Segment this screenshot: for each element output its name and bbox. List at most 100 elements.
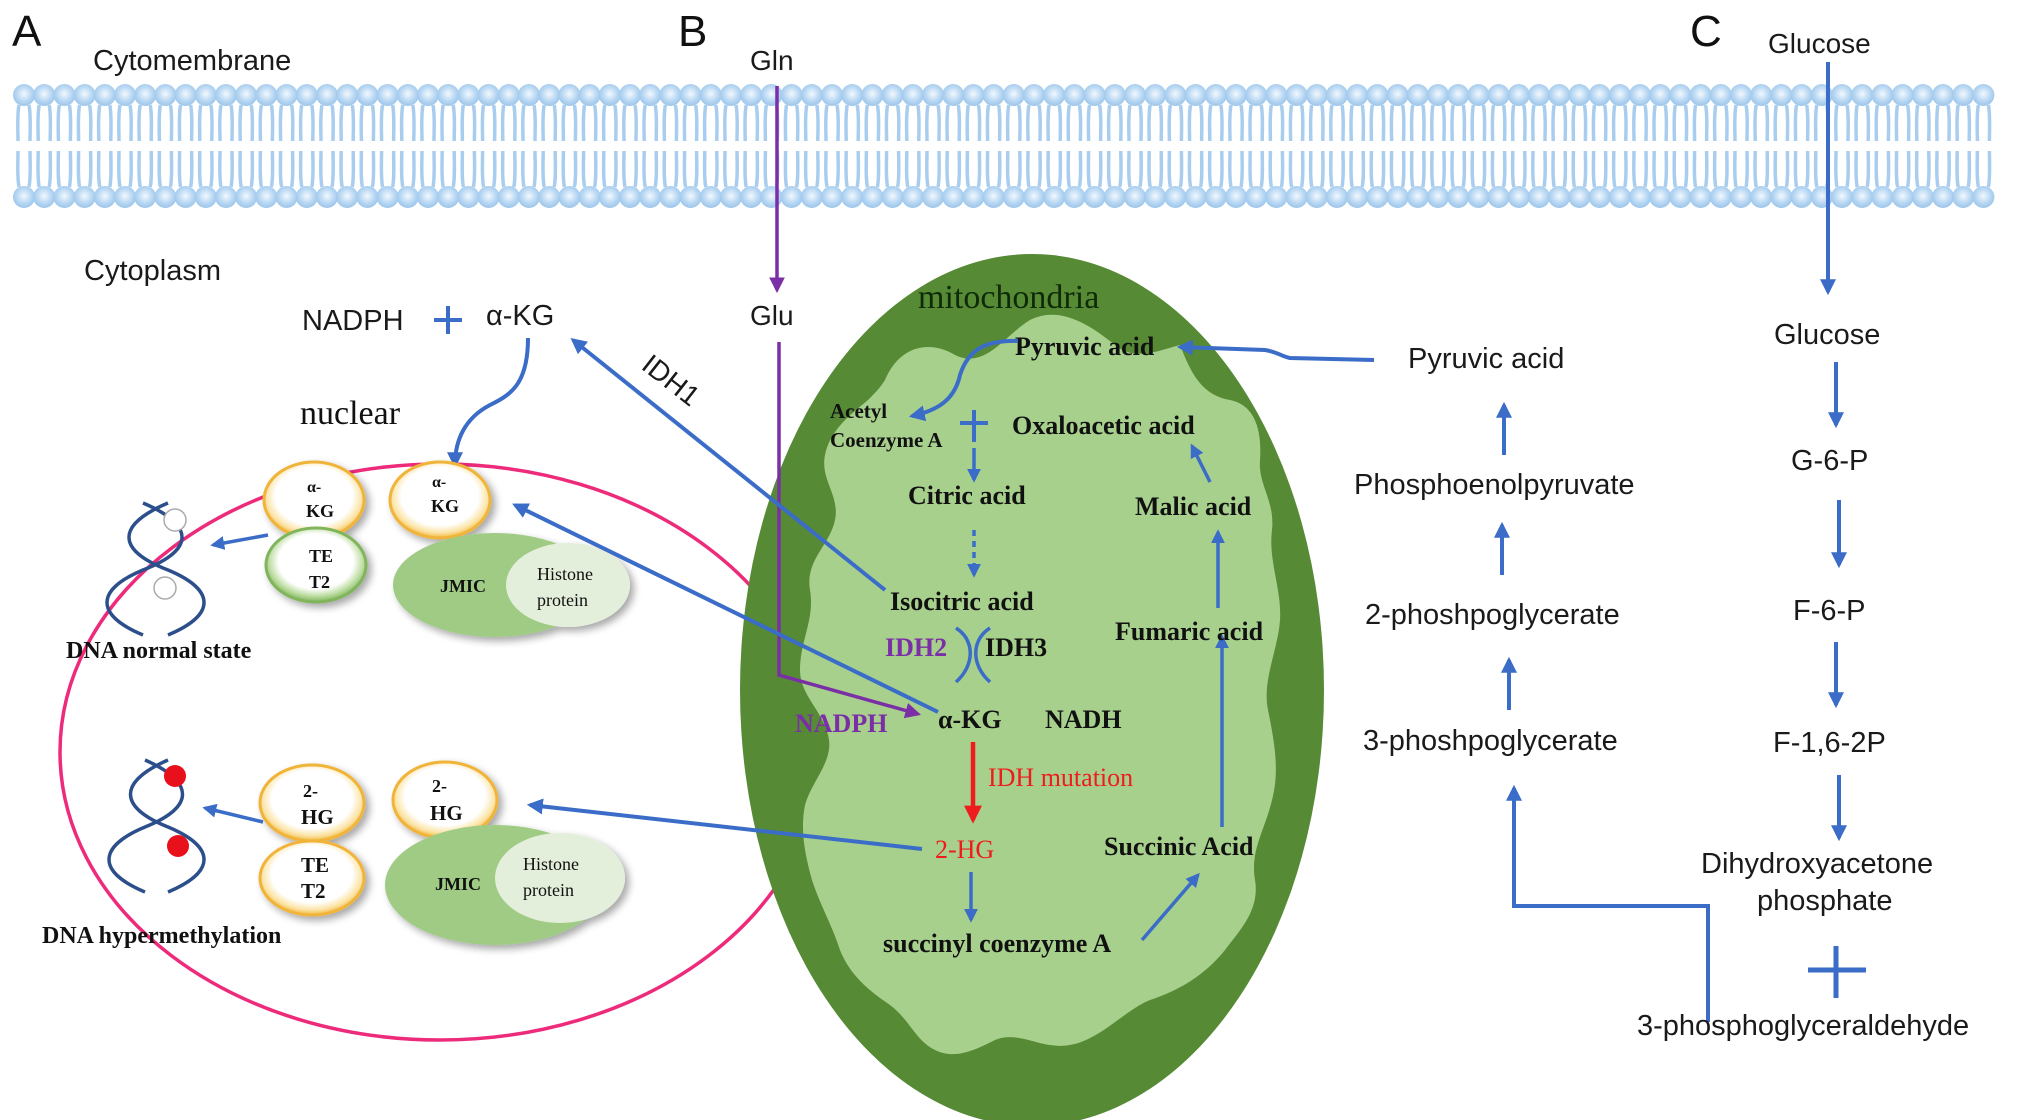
lipid-tail xyxy=(824,150,840,188)
g3p-label: 3-phosphoglyceraldehyde xyxy=(1637,1010,1969,1042)
lipid-tail xyxy=(965,104,982,142)
tet2-mutant-line2: T2 xyxy=(301,879,326,903)
lipid-head xyxy=(1447,84,1470,106)
lipid-tail xyxy=(238,104,255,142)
lipid-head xyxy=(1608,84,1631,106)
lipid-tail xyxy=(783,150,800,188)
pg2-label: 2-phoshpoglycerate xyxy=(1365,599,1620,631)
nadh-label: NADH xyxy=(1045,705,1122,734)
glu-to-akg-arrow xyxy=(777,342,922,719)
lipid-tail xyxy=(1652,104,1669,142)
lipid-tail xyxy=(1632,104,1648,142)
lipid-head xyxy=(1305,186,1328,208)
cytomembrane-label: Cytomembrane xyxy=(93,45,291,77)
lipid-head xyxy=(1911,84,1934,106)
lipid-head xyxy=(1730,186,1752,208)
lipid-tail xyxy=(1470,150,1487,188)
lipid-head xyxy=(1528,186,1550,208)
lipid-tail xyxy=(359,150,376,188)
lipid-head xyxy=(1083,186,1106,208)
lipid-head xyxy=(255,186,278,208)
lipid-head xyxy=(518,84,540,106)
lipid-head xyxy=(1447,186,1470,208)
lipid-tail xyxy=(1773,104,1790,142)
lipid-tail xyxy=(1268,104,1285,142)
lipid-tail xyxy=(884,104,901,142)
lipid-head xyxy=(1002,84,1025,106)
lipid-head xyxy=(1002,186,1025,208)
lipid-head xyxy=(1507,84,1530,106)
lipid-head xyxy=(1427,84,1449,106)
lipid-head xyxy=(13,186,35,208)
lipid-head xyxy=(13,84,35,106)
lipid-tail xyxy=(1874,104,1891,142)
lipid-head xyxy=(942,84,965,106)
lipid-tail xyxy=(1268,150,1285,188)
lipid-head xyxy=(598,186,621,208)
histone-line1: Histone xyxy=(537,564,593,584)
lipid-tail xyxy=(1389,104,1406,142)
lipid-tail xyxy=(1167,150,1184,188)
cyto-akg-label: α-KG xyxy=(486,300,554,332)
lipid-head xyxy=(558,186,581,208)
lipid-tail xyxy=(460,104,477,142)
plus-icon xyxy=(960,410,988,442)
lipid-tail xyxy=(117,104,133,142)
lipid-tail xyxy=(1753,150,1770,188)
lipid-tail xyxy=(36,150,53,188)
lipid-head xyxy=(901,84,924,106)
lipid-tail xyxy=(76,104,93,142)
acetyl-line2: Coenzyme A xyxy=(830,428,943,452)
lipid-head xyxy=(457,186,480,208)
lipid-tail xyxy=(985,104,1002,142)
lipid-head xyxy=(1851,84,1874,106)
lipid-head xyxy=(740,186,763,208)
lipid-tail xyxy=(339,150,356,188)
lipid-tail xyxy=(1551,104,1568,142)
lipid-head xyxy=(194,84,217,106)
lipid-head xyxy=(477,84,500,106)
mito-nadph-label: NADPH xyxy=(795,709,887,738)
lipid-tail xyxy=(1066,150,1083,188)
lipid-tail xyxy=(1248,104,1265,142)
lipid-tail xyxy=(1854,104,1871,142)
lipid-tail xyxy=(1692,104,1709,142)
panel-label-c: C xyxy=(1690,7,1722,56)
lipid-head xyxy=(841,186,864,208)
mito-hg-label: 2-HG xyxy=(935,835,994,864)
hg-a-line2: HG xyxy=(301,805,334,829)
lipid-tail xyxy=(1005,104,1022,142)
lipid-head xyxy=(1103,186,1126,208)
lipid-tail xyxy=(561,104,578,142)
lipid-head xyxy=(1952,84,1975,106)
lipid-head xyxy=(255,84,278,106)
citric-label: Citric acid xyxy=(908,481,1026,510)
lipid-tail xyxy=(1510,150,1527,188)
lipid-tail xyxy=(1490,104,1507,142)
lipid-tail xyxy=(1834,104,1850,142)
lipid-tail xyxy=(157,150,174,188)
lipid-head xyxy=(1669,186,1692,208)
lipid-head xyxy=(1831,84,1853,106)
lipid-head xyxy=(154,84,177,106)
glucose-extracellular-label: Glucose xyxy=(1768,28,1871,59)
lipid-tail xyxy=(1409,150,1426,188)
lipid-head xyxy=(1265,186,1288,208)
lipid-head xyxy=(1305,84,1328,106)
lipid-tail xyxy=(1106,104,1123,142)
lipid-tail xyxy=(1228,104,1244,142)
plus-icon xyxy=(1808,946,1866,998)
lipid-head xyxy=(699,186,722,208)
lipid-tail xyxy=(177,104,194,142)
succinyl-to-succinic-arrow xyxy=(1140,872,1200,942)
lipid-head xyxy=(659,186,682,208)
histone-protein-mutant xyxy=(495,833,625,923)
lipid-head xyxy=(1043,84,1066,106)
lipid-head xyxy=(1588,186,1611,208)
lipid-head xyxy=(1164,84,1187,106)
lipid-tail xyxy=(1127,104,1143,142)
lipid-head xyxy=(1709,84,1732,106)
lipid-head xyxy=(821,186,843,208)
normal-state-complex xyxy=(262,460,630,637)
histone-line2: protein xyxy=(537,590,588,610)
